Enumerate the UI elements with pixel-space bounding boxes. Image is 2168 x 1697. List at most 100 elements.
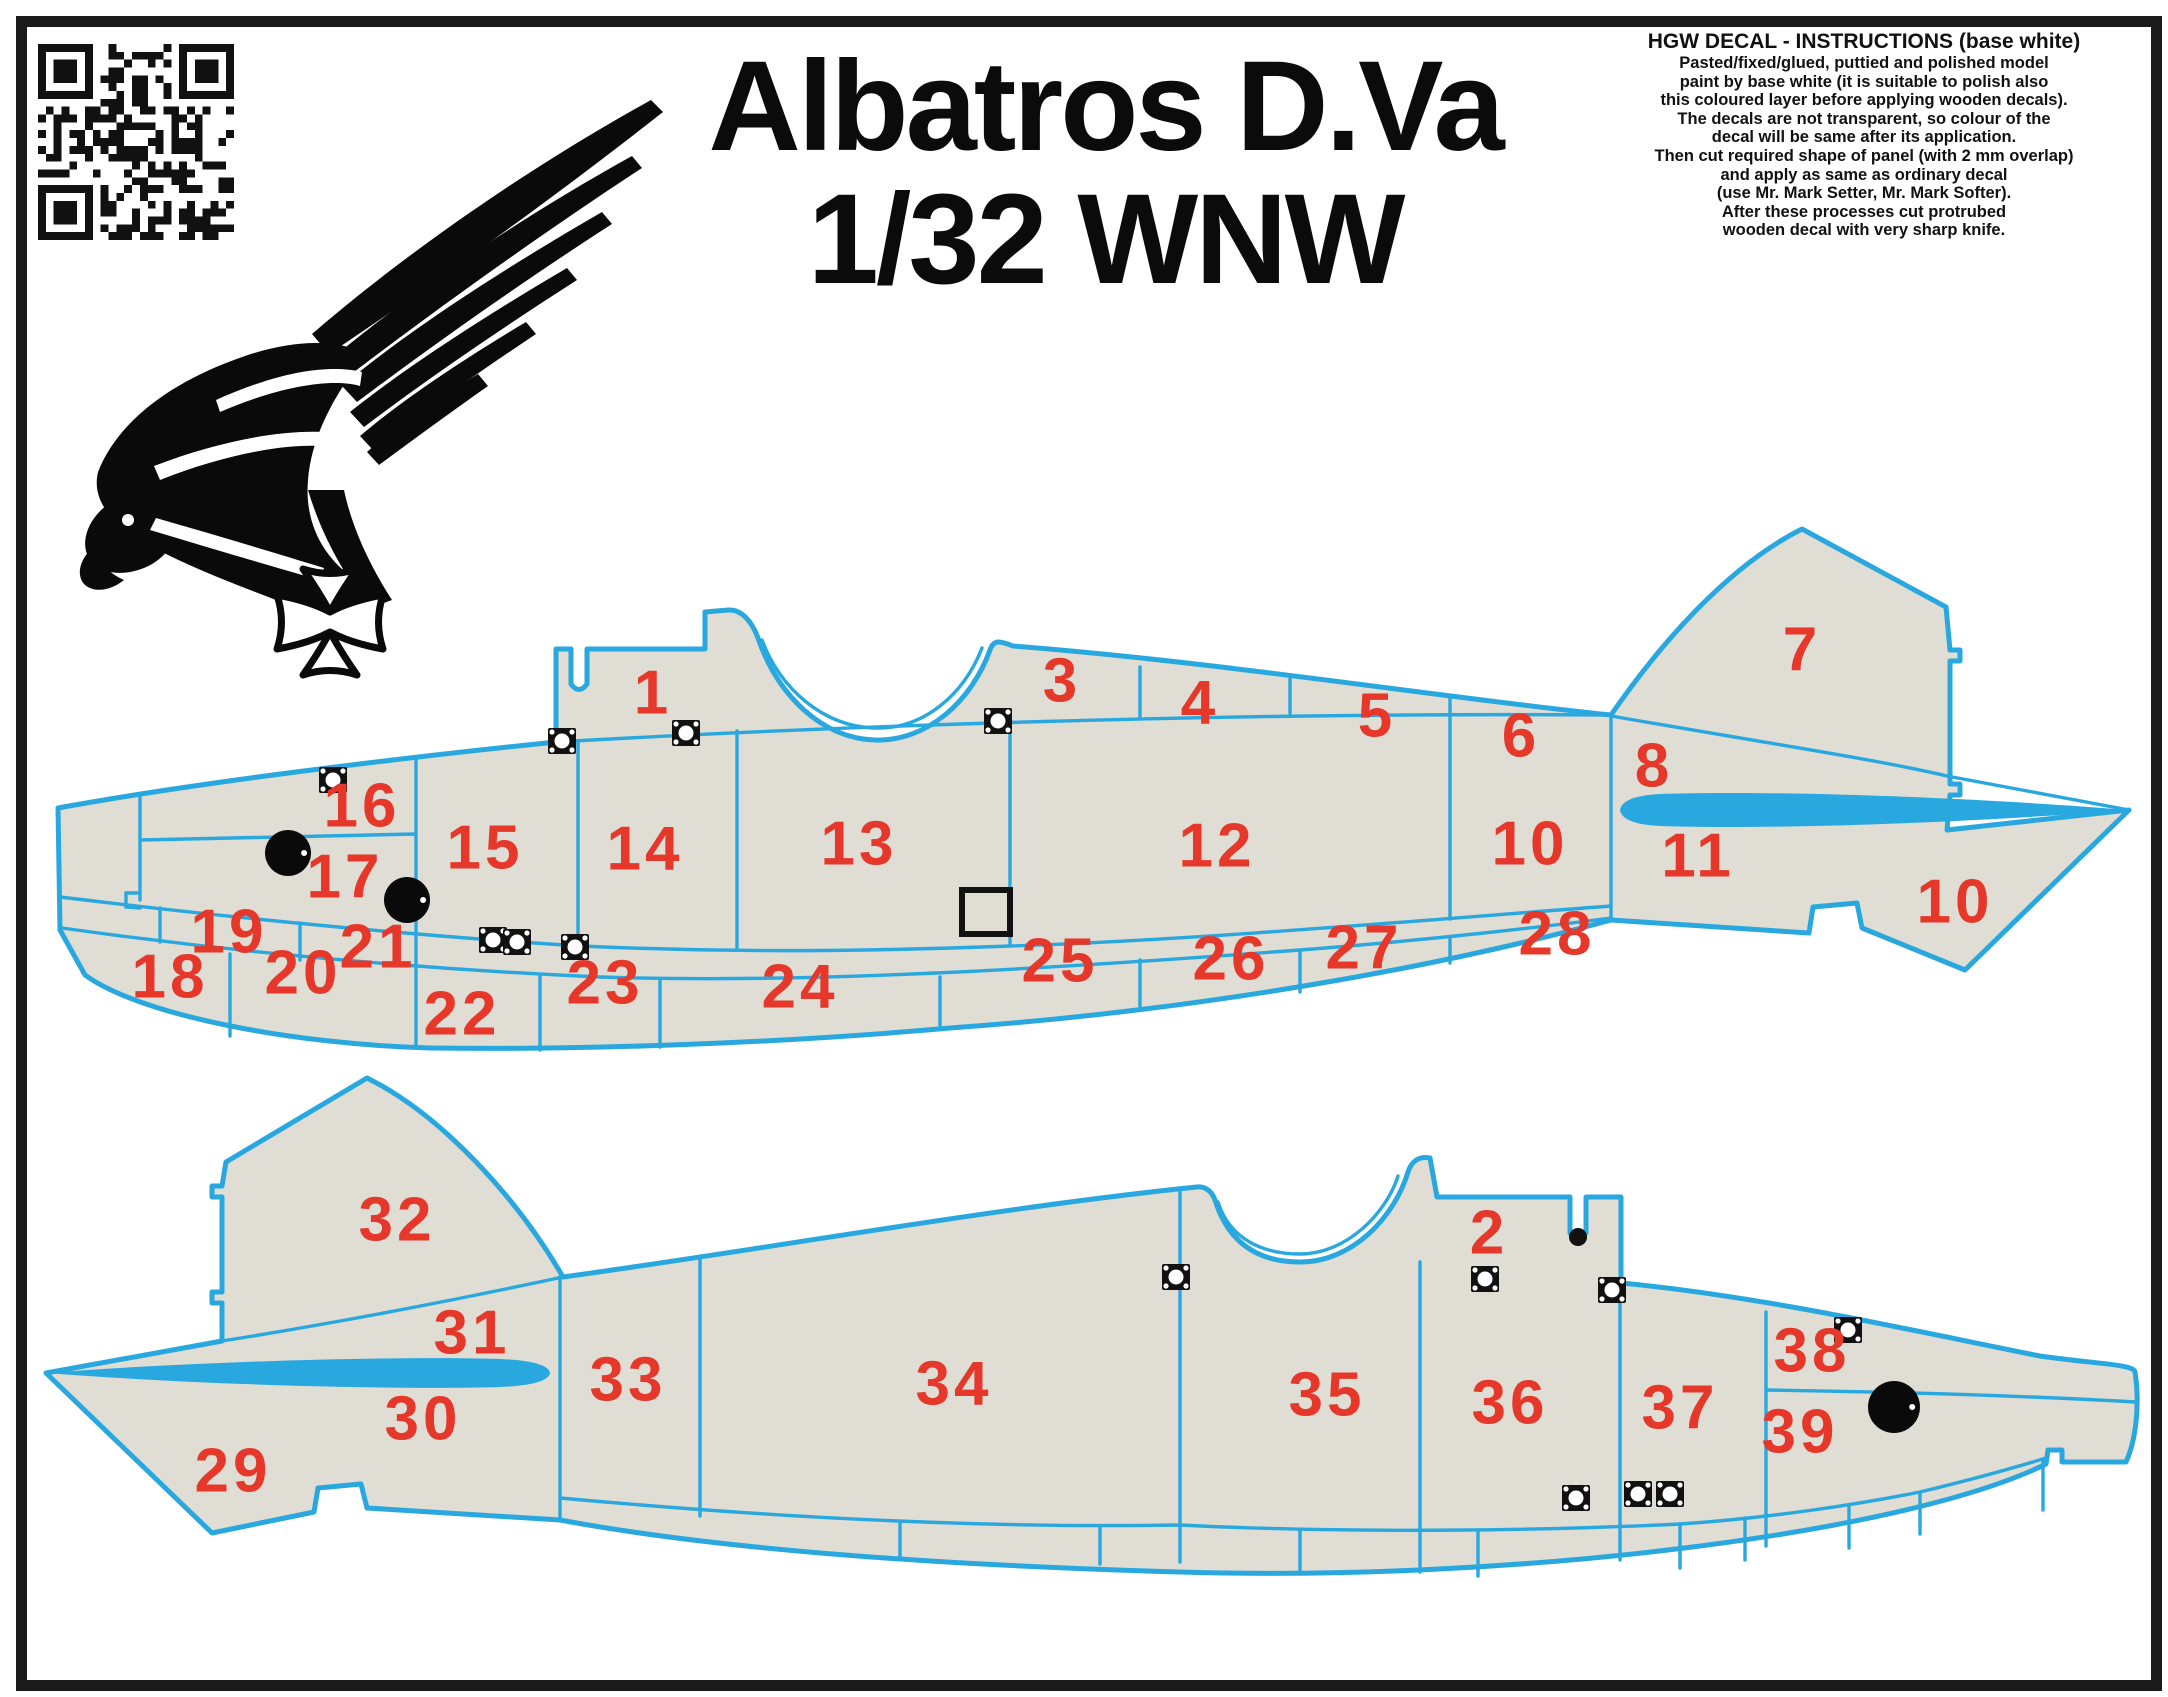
- qr-module: [124, 169, 133, 178]
- rivet-marker-icon: [1162, 1264, 1190, 1290]
- panel-number-6: 6: [1502, 702, 1540, 771]
- qr-module: [100, 145, 109, 154]
- qr-module: [61, 114, 70, 123]
- upper-hole-markers: [265, 830, 430, 923]
- qr-module: [100, 75, 109, 84]
- qr-module: [124, 185, 133, 193]
- instructions-text: Pasted/fixed/glued, puttied and polished…: [1594, 54, 2134, 240]
- panel-number-13: 13: [821, 810, 898, 879]
- qr-module: [108, 130, 117, 139]
- panel-number-30: 30: [385, 1385, 462, 1454]
- qr-module: [210, 161, 219, 170]
- qr-module: [124, 145, 133, 154]
- panel-number-22: 22: [424, 980, 501, 1049]
- qr-module: [194, 185, 203, 193]
- qr-module: [139, 192, 148, 201]
- qr-module: [210, 224, 219, 233]
- qr-module: [147, 232, 156, 240]
- qr-module: [132, 51, 140, 60]
- qr-module: [147, 161, 156, 170]
- qr-module: [108, 67, 117, 76]
- wing-feather-icon: [342, 212, 612, 402]
- hole-highlight: [1909, 1404, 1916, 1410]
- qr-module: [85, 114, 93, 123]
- qr-module: [186, 185, 195, 193]
- qr-module: [69, 114, 78, 123]
- instructions-heading: HGW DECAL - INSTRUCTIONS (base white): [1647, 30, 2081, 53]
- panel-number-11: 11: [1661, 822, 1735, 891]
- title-aircraft: Albatros D.Va: [708, 35, 1504, 178]
- qr-module: [171, 122, 180, 131]
- qr-module: [116, 232, 125, 240]
- slot-pin: [1569, 1228, 1587, 1246]
- qr-module: [116, 98, 125, 107]
- eagle-logo: [79, 100, 663, 679]
- qr-module: [108, 114, 117, 123]
- rivet-marker-icon: [672, 720, 700, 746]
- qr-module: [194, 216, 203, 225]
- qr-module: [61, 106, 70, 115]
- instructions-line: wooden decal with very sharp knife.: [1722, 221, 2006, 240]
- qr-module: [147, 169, 156, 178]
- panel-number-26: 26: [1193, 925, 1270, 994]
- qr-module: [186, 138, 195, 146]
- qr-module: [124, 153, 133, 162]
- qr-module: [116, 75, 125, 84]
- qr-module: [69, 145, 78, 154]
- qr-module: [163, 169, 172, 178]
- qr-module: [163, 161, 172, 170]
- instructions-line: Then cut required shape of panel (with 2…: [1654, 146, 2074, 165]
- panel-number-33: 33: [590, 1346, 667, 1415]
- qr-module: [210, 232, 219, 240]
- qr-module: [108, 200, 117, 209]
- panel-number-10: 10: [1917, 868, 1994, 937]
- qr-module: [163, 200, 172, 209]
- qr-module: [179, 145, 187, 154]
- qr-module: [147, 224, 156, 233]
- panel-number-24: 24: [762, 953, 839, 1022]
- panel-number-3: 3: [1043, 647, 1081, 716]
- panel-number-18: 18: [132, 943, 209, 1012]
- panel-number-2: 2: [1470, 1199, 1508, 1268]
- rivet-marker-icon: [1624, 1481, 1652, 1507]
- qr-module: [100, 208, 109, 217]
- qr-module: [186, 169, 195, 178]
- qr-module: [171, 169, 180, 178]
- instructions-line: Pasted/fixed/glued, puttied and polished…: [1679, 54, 2049, 72]
- qr-module: [179, 138, 187, 146]
- qr-module: [194, 130, 203, 139]
- qr-module: [108, 83, 117, 92]
- eagle-eye: [122, 514, 134, 526]
- qr-module: [85, 145, 93, 154]
- qr-module: [186, 232, 195, 240]
- instructions-line: After these processes cut protrubed: [1721, 202, 2007, 221]
- qr-module: [218, 177, 227, 186]
- qr-module: [171, 106, 180, 115]
- hole-marker: [1868, 1381, 1920, 1433]
- qr-module: [132, 145, 140, 154]
- qr-module: [171, 130, 180, 139]
- qr-module: [100, 98, 109, 107]
- qr-module: [139, 98, 148, 107]
- qr-module: [53, 130, 62, 139]
- qr-module: [163, 216, 172, 225]
- qr-module: [163, 106, 172, 115]
- eagle-beak: [79, 548, 124, 590]
- qr-module: [45, 106, 54, 115]
- qr-module: [53, 145, 62, 154]
- qr-module: [100, 224, 109, 233]
- feather-highlight: [154, 431, 322, 480]
- sheet-title: Albatros D.Va 1/32 WNW: [560, 40, 1650, 306]
- qr-module: [85, 122, 93, 131]
- wing-feather-icon: [360, 322, 536, 450]
- qr-module: [194, 114, 203, 123]
- qr-module: [53, 114, 62, 123]
- qr-module: [132, 177, 140, 186]
- qr-module: [155, 185, 164, 193]
- qr-module: [202, 232, 211, 240]
- panel-number-31: 31: [434, 1299, 511, 1368]
- rivet-marker-icon: [548, 728, 576, 754]
